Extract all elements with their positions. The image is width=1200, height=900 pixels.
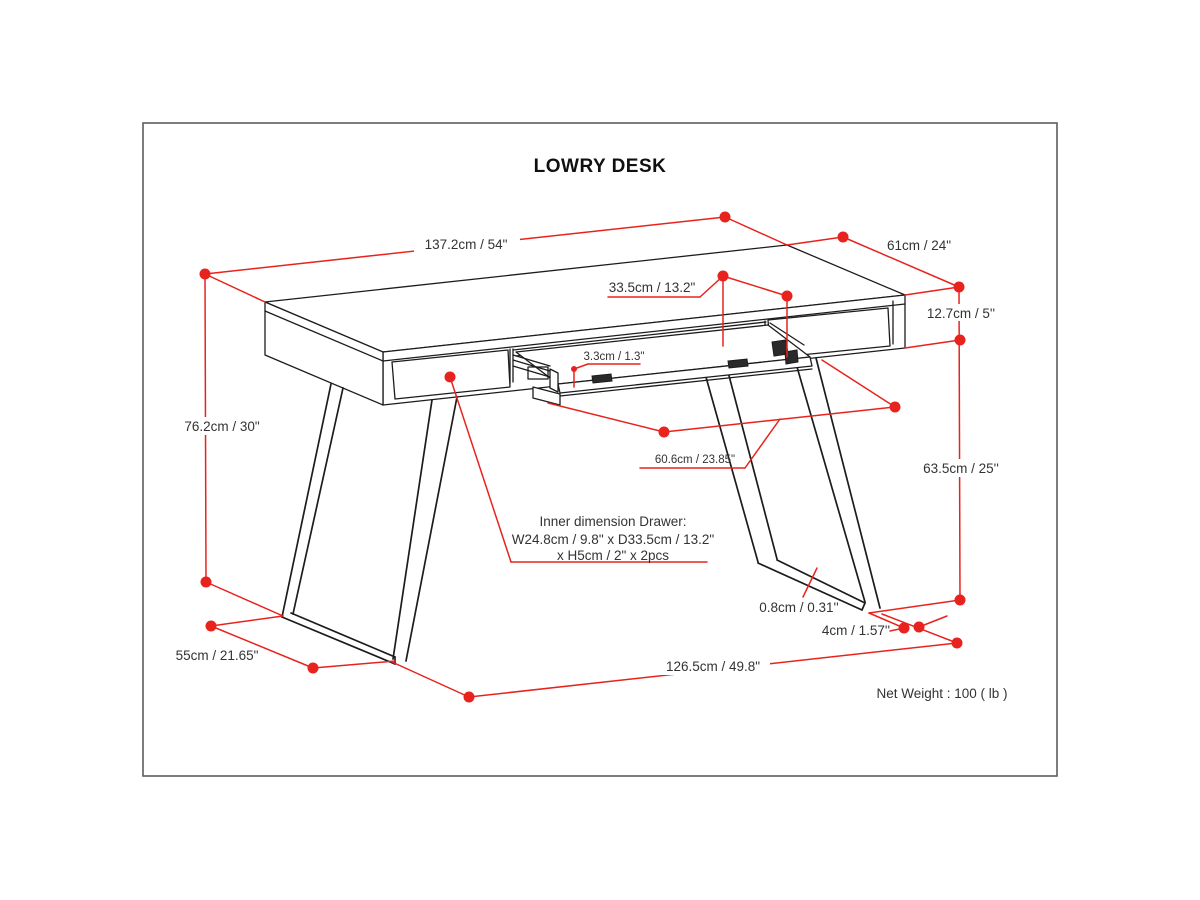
drawer-note-line-1: Inner dimension Drawer: xyxy=(539,514,686,529)
dim-label-leg-depth: 55cm / 21.65" xyxy=(176,648,259,663)
left-slide-rail xyxy=(512,354,551,380)
drawer-note-line-3: x H5cm / 2" x 2pcs xyxy=(557,548,669,563)
net-weight-label: Net Weight : 100 ( lb ) xyxy=(876,686,1007,701)
keyboard-tray xyxy=(512,322,813,406)
page-title: LOWRY DESK xyxy=(534,156,667,177)
dim-label-rail-height: 3.3cm / 1.3" xyxy=(584,351,645,363)
dim-label-tray-width: 60.6cm / 23.85" xyxy=(655,454,735,466)
dim-label-runner-thickness: 0.8cm / 0.31'' xyxy=(759,600,838,615)
tray-clip-right xyxy=(727,358,749,369)
desk-drawing xyxy=(264,244,906,665)
dim-label-top-thickness: 12.7cm / 5'' xyxy=(927,306,995,321)
dim-label-base-width: 126.5cm / 49.8" xyxy=(666,659,760,674)
diagram-border xyxy=(142,122,1058,777)
drawer-note-line-2: W24.8cm / 9.8" x D33.5cm / 13.2" xyxy=(512,532,715,547)
dim-label-runner-width: 4cm / 1.57'' xyxy=(822,623,890,638)
tray-rail-left-cap xyxy=(549,368,559,393)
dim-label-leg-height: 63.5cm / 25'' xyxy=(923,461,999,476)
tray-clip-left xyxy=(591,373,613,384)
right-rail-hardware-2 xyxy=(784,349,799,365)
dim-label-top-width: 137.2cm / 54" xyxy=(425,237,508,252)
tray-support-bracket xyxy=(532,386,561,406)
dim-label-overall-height: 76.2cm / 30" xyxy=(184,419,260,434)
labels: LOWRY DESK 137.2cm / 54" 61cm / 24" 33.5… xyxy=(166,156,1008,701)
right-leg xyxy=(703,357,881,611)
dimension-dots xyxy=(199,211,966,703)
dim-label-tray-depth: 33.5cm / 13.2" xyxy=(609,280,696,295)
left-leg xyxy=(281,383,458,665)
dim-label-top-depth: 61cm / 24" xyxy=(887,238,951,253)
